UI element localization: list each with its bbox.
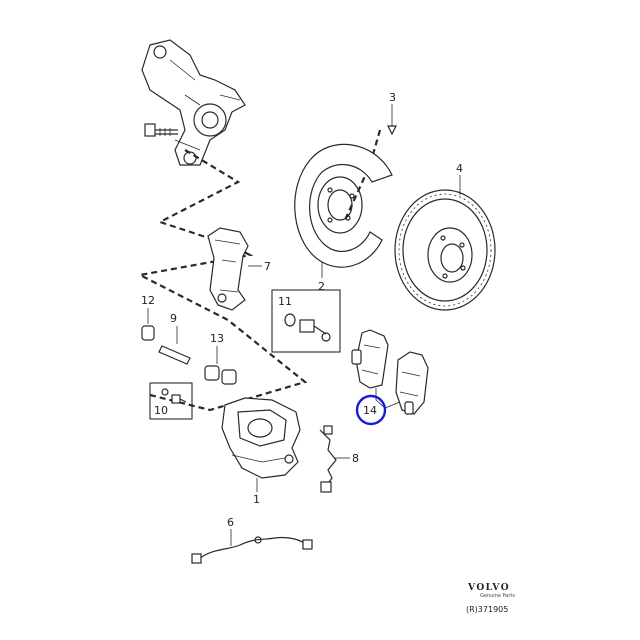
screw-drawing [387,104,397,136]
callout-14: 14 [363,404,377,417]
assembly-line [343,129,382,221]
splash-shield-drawing [294,143,393,278]
brand-subtitle: Genuine Parts [480,593,515,599]
bushing-13-drawing [204,365,237,385]
brake-disc-drawing [394,175,496,311]
callout-13: 13 [210,332,224,345]
callout-2: 2 [318,280,325,293]
callout-9: 10 [154,404,168,417]
bolt-drawing [144,123,178,137]
callout-6: 6 [227,516,234,529]
guide-pin-10-drawing [158,345,191,365]
callout-7: 7 [264,260,271,273]
wear-sensor-drawing [319,425,350,493]
callout-1: 1 [253,493,260,506]
kit-box-11 [271,289,341,353]
callout-3: 3 [389,91,396,104]
brand-logo: VOLVO [467,583,510,593]
guide-pin-kit-drawing [284,313,331,342]
steering-knuckle-drawing [141,39,246,166]
brake-pads-drawing [351,329,429,415]
bushing-12-drawing [141,325,155,341]
sensor-cable-drawing [191,529,313,564]
callout-12: 12 [141,294,155,307]
callout-8: 8 [352,452,359,465]
callout-11: 11 [278,295,292,308]
caliper-bracket-drawing [207,227,262,311]
callout-10: 9 [170,312,177,325]
reference-number: (R)371905 [466,605,508,614]
callout-4: 4 [456,162,463,175]
brake-caliper-drawing [221,397,301,492]
bleeder-valve-drawing [161,388,187,404]
assembly-line [136,149,308,412]
kit-box-9 [149,382,193,420]
highlight-circle-14 [355,394,387,426]
